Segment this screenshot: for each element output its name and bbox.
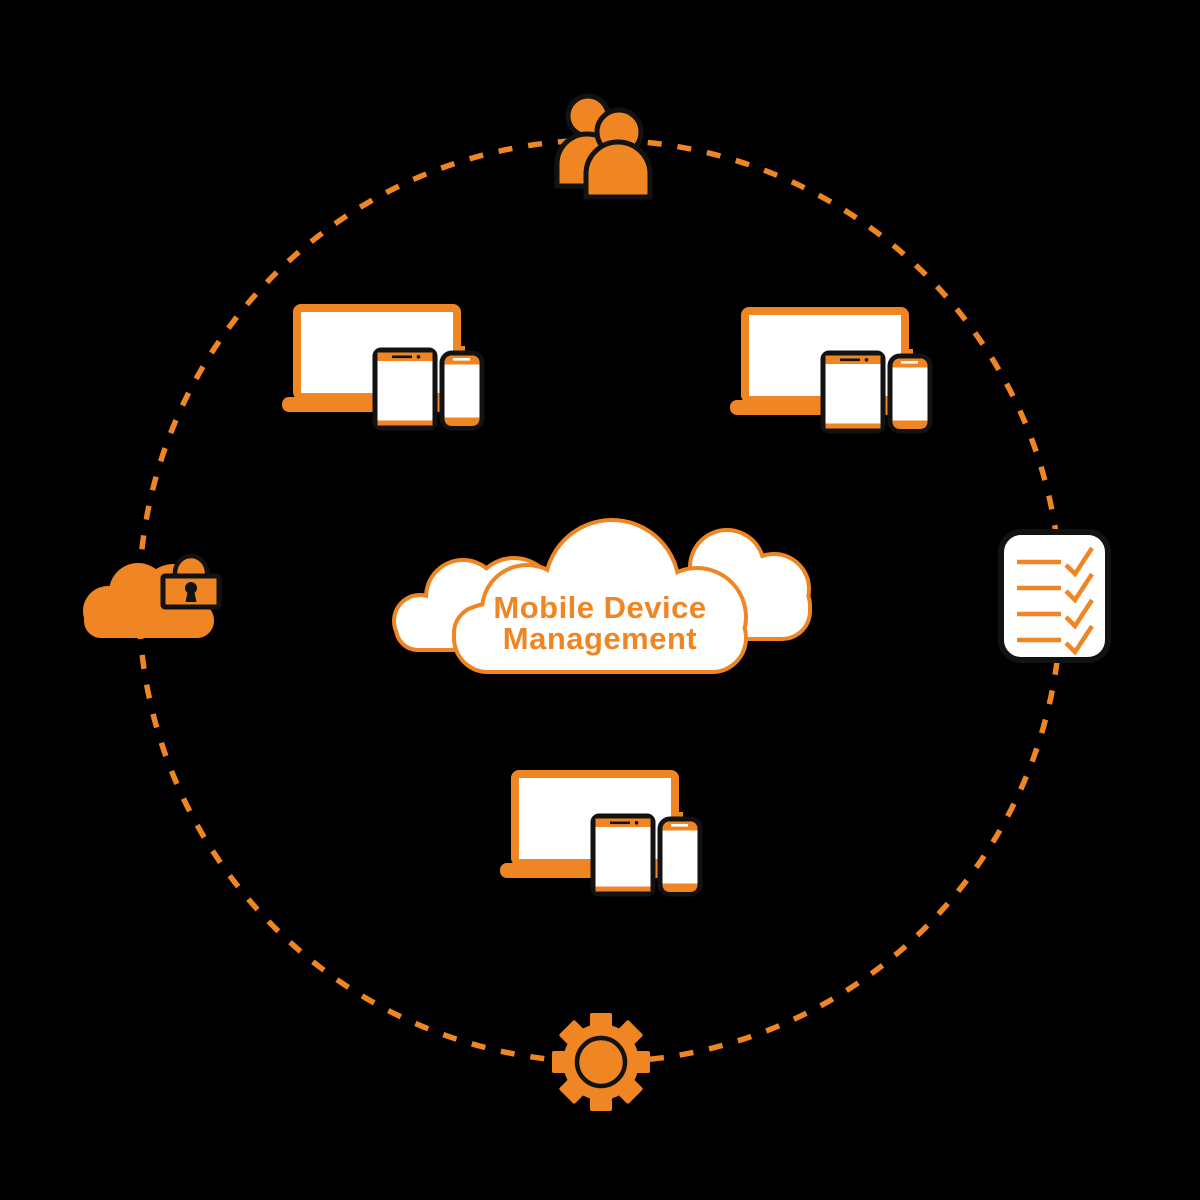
cloud-main (452, 518, 748, 674)
users-icon (554, 93, 653, 200)
checklist-rows (1017, 546, 1094, 656)
cloud-lock-icon (83, 553, 222, 638)
cloud-shape (83, 563, 214, 638)
center-cloud-cluster: Mobile Device Management (392, 518, 812, 674)
cloud-label-line2: Management (503, 621, 697, 656)
checklist-icon (998, 529, 1111, 663)
devices-group-top-right (730, 307, 930, 431)
padlock-icon (160, 553, 222, 610)
cloud-label-line1: Mobile Device (493, 590, 706, 625)
gear-icon (552, 1013, 650, 1111)
devices-group-bottom (500, 770, 700, 894)
devices-group-top-left (282, 304, 482, 428)
